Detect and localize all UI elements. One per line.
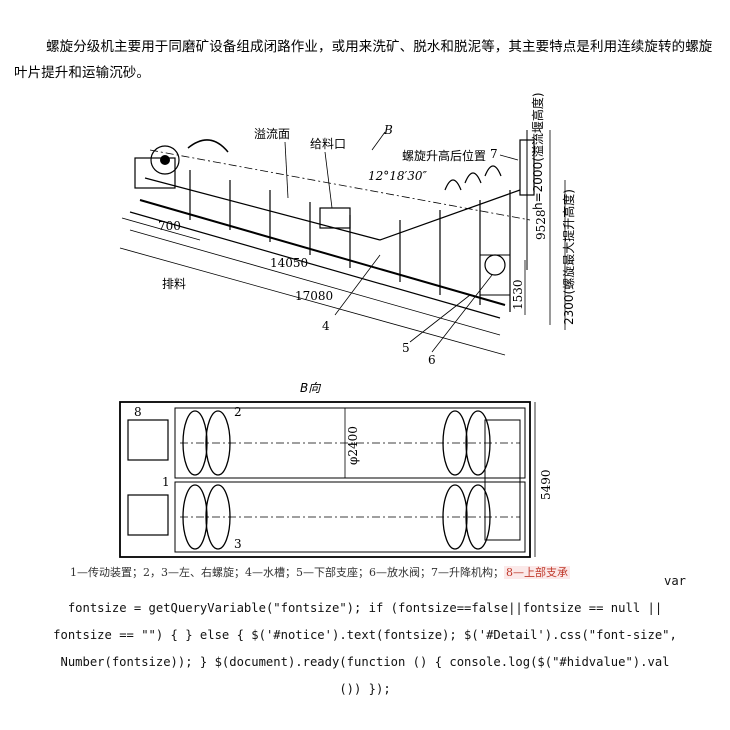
upper-drive-unit (127, 419, 169, 461)
code-line-2: fontsize = getQueryVariable("fontsize");… (67, 601, 663, 615)
dim-14050: 14050 (270, 256, 308, 270)
intro-paragraph: 螺旋分级机主要用于同磨矿设备组成闭路作业，或用来洗矿、脱水和脱泥等，其主要特点是… (14, 38, 713, 81)
label-lift-position: 螺旋升高后位置 (402, 148, 486, 163)
plan-outer-frame (119, 401, 531, 558)
drive-wheel (150, 145, 180, 175)
spiral-blades (182, 410, 491, 550)
trough-base-line (129, 211, 501, 319)
dim-1530: 1530 (511, 279, 525, 310)
lower-drive-unit (127, 494, 169, 536)
classifier-drawing: 溢流面 给料口 B 12°18′30″ 螺旋升高后位置 7 排料 4 5 6 7… (119, 92, 576, 558)
lower-support-wheel (484, 254, 506, 276)
right-spiral-track (174, 481, 526, 553)
lower-support-plan (484, 419, 521, 541)
code-line-4: Number(fontsize)); } $(document).ready(f… (60, 655, 670, 669)
code-line-1: var (663, 574, 686, 588)
drive-housing (134, 157, 176, 189)
label-discharge: 排料 (162, 277, 186, 291)
frame-posts (189, 170, 511, 312)
lower-support (479, 254, 511, 296)
dim-max-lift-height: 2300(螺旋最大提升高度) (561, 189, 576, 325)
label-overflow-surface: 溢流面 (254, 127, 290, 141)
feed-box (319, 207, 351, 229)
spiral-axis (149, 149, 531, 221)
legend-text: 1—传动装置；2，3—左、右螺旋；4—水槽；5—下部支座；6—放水阀；7—升降机… (70, 566, 504, 579)
label-part-8: 8 (134, 405, 142, 419)
dim-17080: 17080 (295, 289, 333, 303)
classifier-figure: 溢流面 给料口 B 12°18′30″ 螺旋升高后位置 7 排料 4 5 6 7… (110, 90, 600, 560)
legend-tail: 8—上部支承 (504, 566, 570, 579)
code-line-3: fontsize == "") { } else { $('#notice').… (53, 628, 677, 642)
dim-overflow-weir-height: h=2000(溢流堰高度) (530, 92, 545, 210)
leader-lines (284, 131, 519, 353)
dim-700: 700 (158, 219, 181, 233)
label-part-5: 5 (402, 341, 410, 355)
code-line-5: ()) }); (339, 682, 391, 696)
label-part-6: 6 (428, 353, 436, 367)
figure-legend: 1—传动装置；2，3—左、右螺旋；4—水槽；5—下部支座；6—放水阀；7—升降机… (70, 564, 730, 580)
label-part-3: 3 (234, 537, 242, 551)
label-angle: 12°18′30″ (368, 169, 428, 183)
label-part-7: 7 (490, 147, 498, 161)
side-view: 溢流面 给料口 B 12°18′30″ 螺旋升高后位置 7 排料 4 5 6 7… (119, 92, 576, 367)
label-part-1: 1 (162, 475, 170, 489)
overflow-line (144, 177, 381, 241)
upper-support-arc (187, 139, 229, 153)
left-spiral-track (174, 407, 526, 479)
dim-5490: 5490 (539, 469, 553, 500)
drive-hub (160, 155, 170, 165)
spiral-lift-line (379, 189, 521, 241)
label-direction-b: B (383, 123, 393, 137)
label-part-4: 4 (322, 319, 330, 333)
trough-bottom-line (139, 199, 506, 306)
plan-view: B向 φ2400 (119, 381, 553, 558)
dim-phi-2400: φ2400 (346, 426, 360, 465)
label-part-2: 2 (234, 405, 242, 419)
label-feed-port: 给料口 (310, 137, 346, 151)
plan-view-title: B向 (300, 381, 321, 395)
raised-spiral-loops (444, 165, 502, 191)
leaked-script-text: var fontsize = getQueryVariable("fontsiz… (20, 568, 710, 703)
dim-9528: 9528 (534, 209, 548, 240)
dimension-lines (119, 130, 566, 356)
